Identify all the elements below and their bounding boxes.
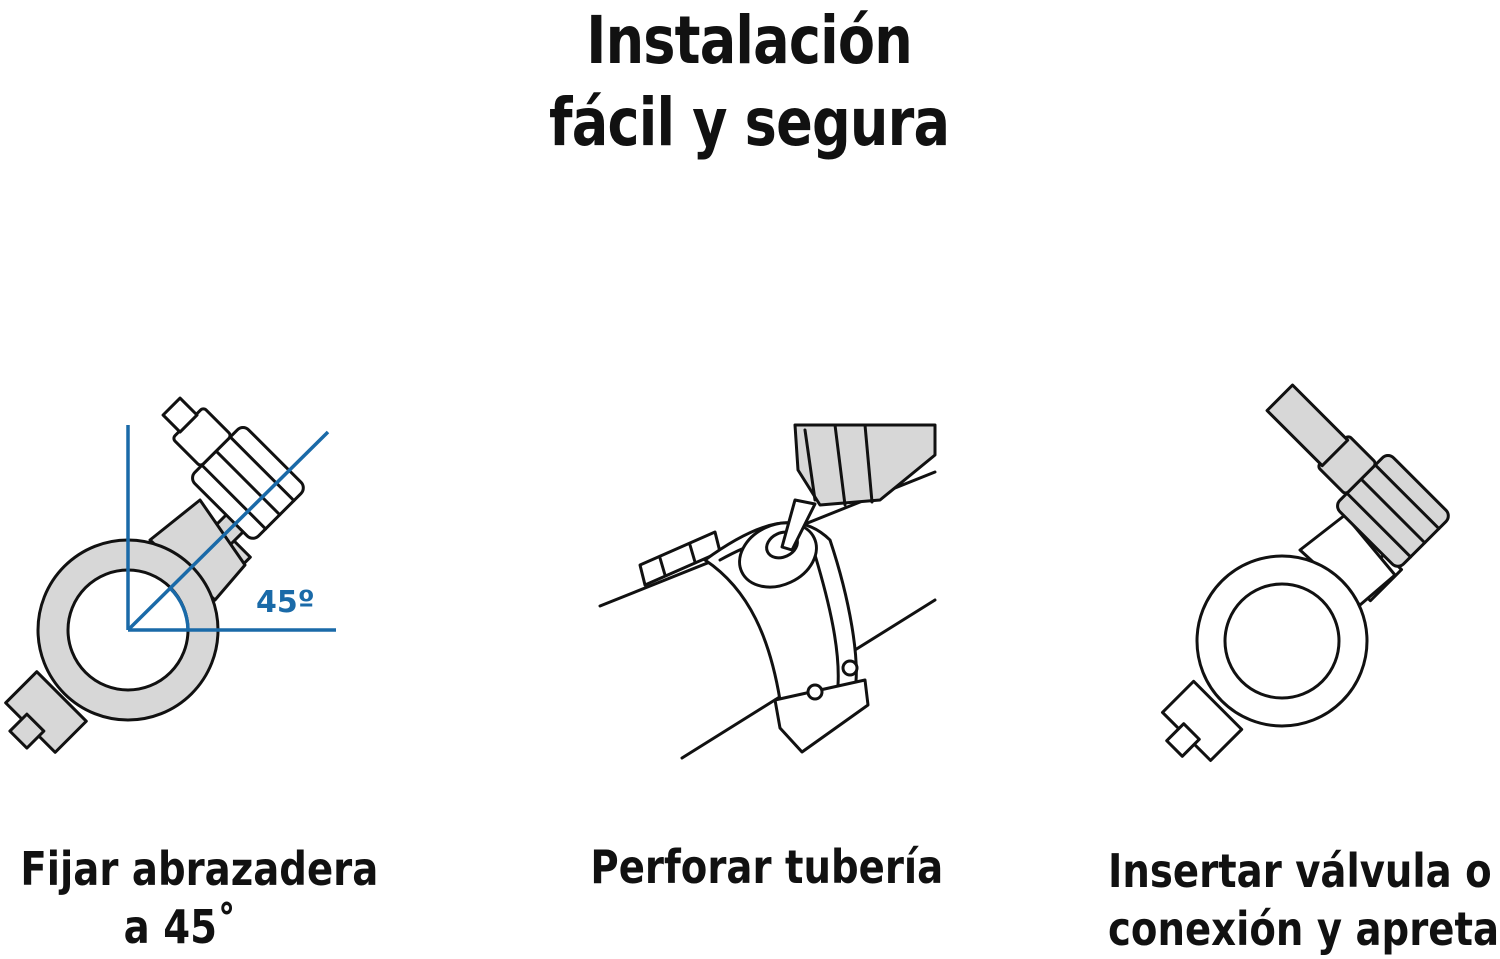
step-1-caption: Fijar abrazadera a 45˚	[20, 840, 379, 956]
drill-chuck	[793, 423, 937, 507]
step-1-caption-line-2: a 45˚	[123, 900, 237, 954]
title-line-1: Instalación	[586, 2, 912, 79]
step-3-caption-line-1: Insertar válvula o	[1108, 844, 1492, 898]
step-1-caption-line-1: Fijar abrazadera	[20, 842, 379, 896]
step-3-caption: Insertar válvula o conexión y apretar	[1108, 842, 1500, 958]
drill-bit	[780, 498, 817, 552]
drill-pipe-icon	[598, 423, 937, 760]
step-2-caption-line-1: Perforar tubería	[590, 840, 944, 894]
angle-label: 45º	[256, 585, 315, 620]
insert-valve-icon	[1160, 383, 1450, 763]
page-title: Instalación fácil y segura	[134, 0, 1364, 164]
diagonal-guide-line	[126, 430, 330, 632]
saddle-clamp-45-degree-icon: 45º	[4, 396, 336, 754]
angle-arc	[168, 586, 190, 631]
step-3-caption-line-2: conexión y apretar	[1108, 902, 1500, 956]
title-line-2: fácil y segura	[549, 84, 950, 161]
step-2-caption: Perforar tubería	[590, 838, 944, 896]
